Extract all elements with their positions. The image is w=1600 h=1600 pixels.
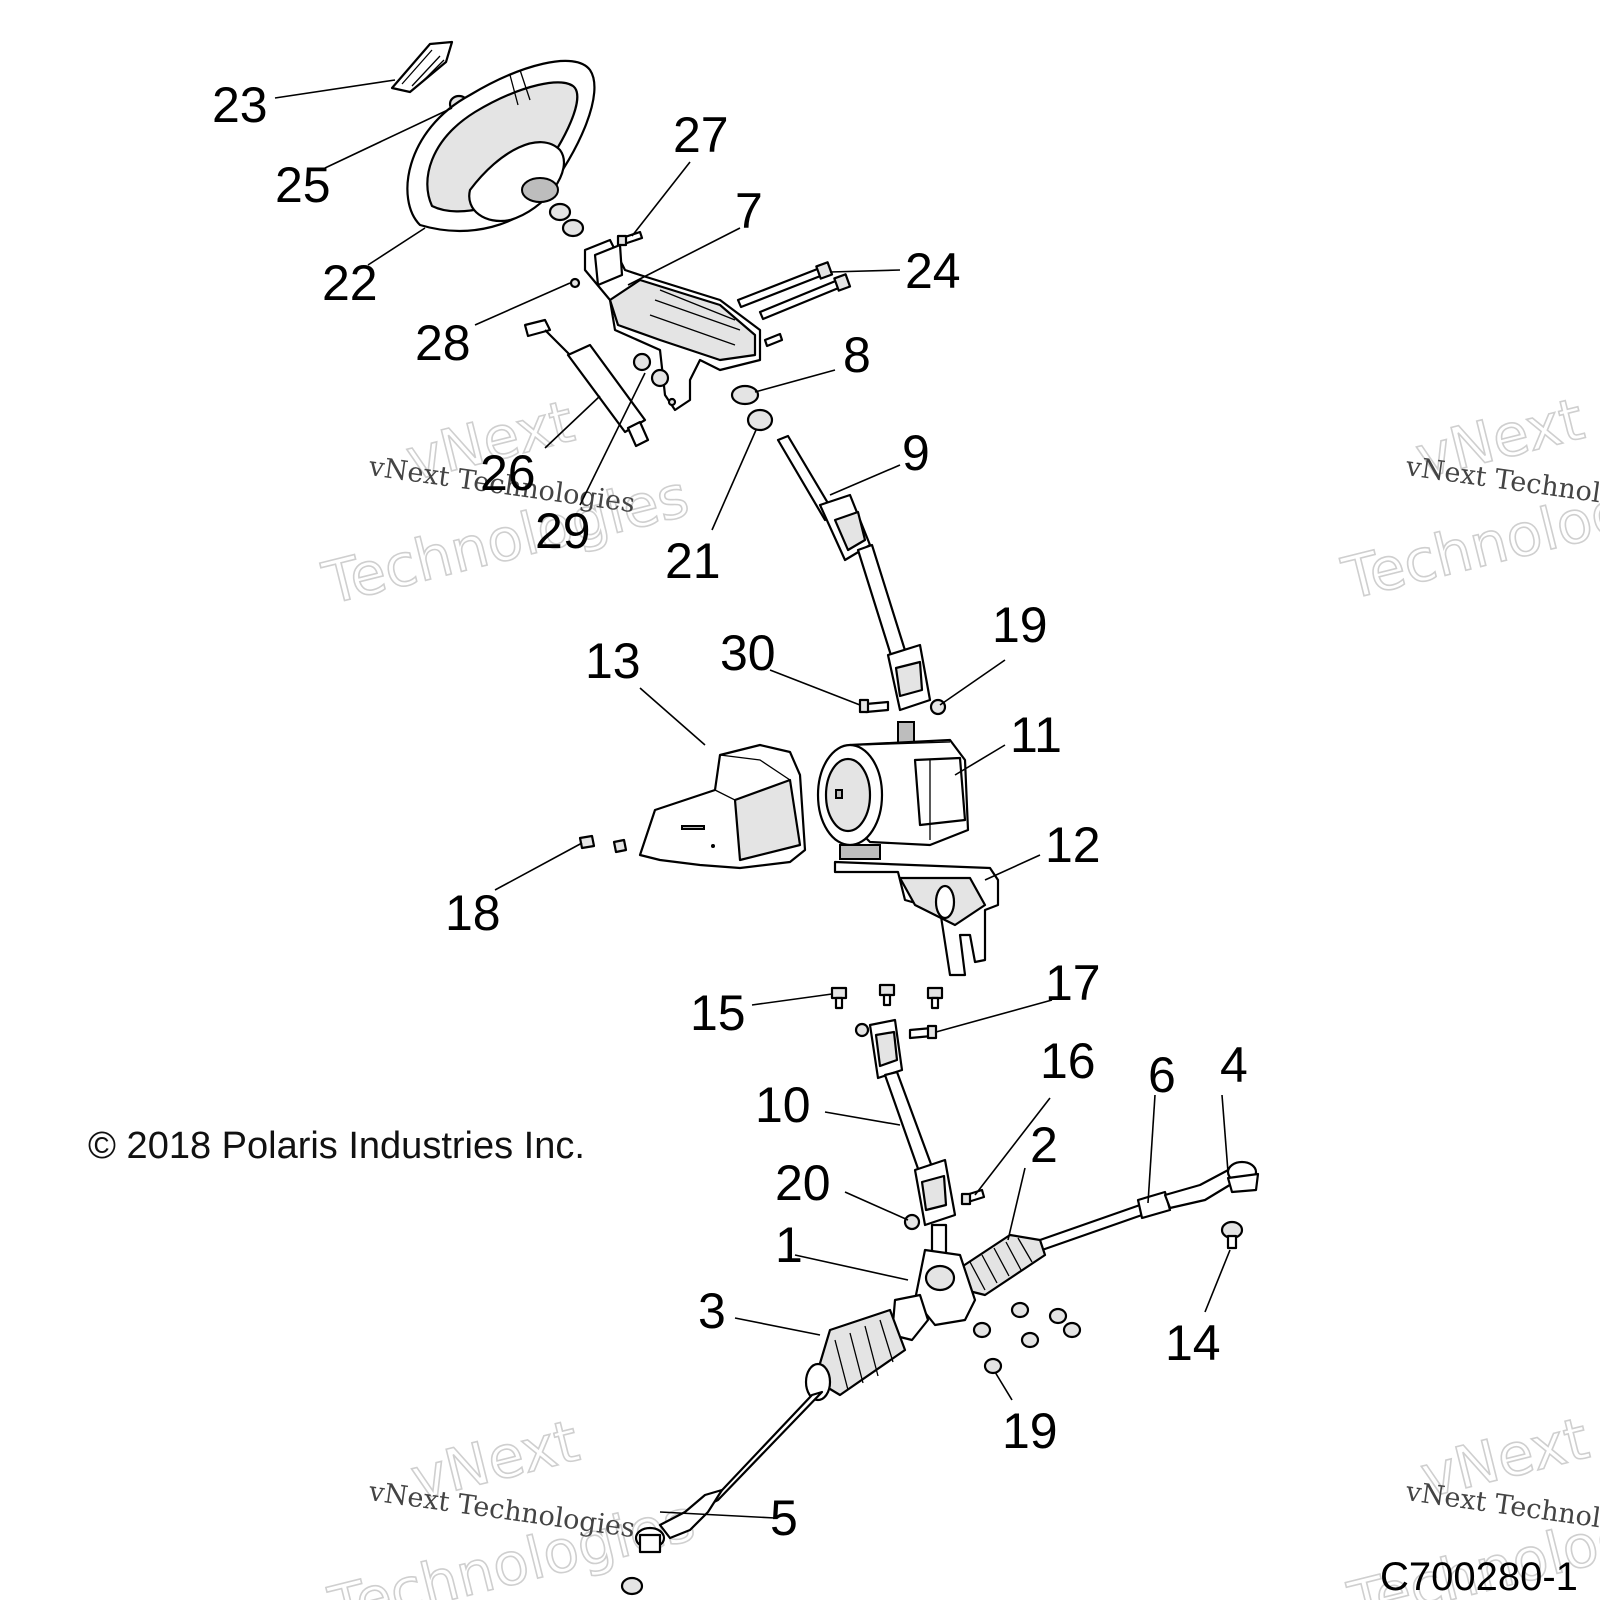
callout-28: 28: [415, 315, 471, 371]
callout-30: 30: [720, 625, 776, 681]
callout-24: 24: [905, 243, 961, 299]
callout-7: 7: [735, 183, 763, 239]
callout-8: 8: [843, 327, 871, 383]
figure-id: C700280-1: [1380, 1555, 1578, 1599]
callout-3: 3: [698, 1283, 726, 1339]
callout-25: 25: [275, 157, 331, 213]
callout-11: 11: [1010, 707, 1062, 763]
callout-5: 5: [770, 1490, 798, 1546]
callout-12: 12: [1045, 817, 1101, 873]
part-column-mount: [583, 238, 762, 412]
part-tie-rod-nut: [1220, 1220, 1244, 1250]
part-bolt: [960, 1188, 986, 1206]
callout-26: 26: [480, 445, 536, 501]
callout-9: 9: [902, 425, 930, 481]
callout-23: 23: [212, 77, 268, 133]
callout-22: 22: [322, 255, 378, 311]
part-bolt: [763, 332, 784, 348]
part-steering-wheel: [406, 59, 596, 232]
callout-21: 21: [665, 533, 721, 589]
part-rack-nuts: [972, 1301, 1082, 1375]
callout-17: 17: [1045, 955, 1101, 1011]
callout-4: 4: [1220, 1037, 1248, 1093]
callout-6: 6: [1148, 1047, 1176, 1103]
part-small-nut: [667, 397, 677, 407]
callout-1: 1: [775, 1217, 803, 1273]
callout-2: 2: [1030, 1117, 1058, 1173]
callout-19-upper: 19: [992, 597, 1048, 653]
part-bushing: [746, 408, 774, 432]
copyright-notice: © 2018 Polaris Industries Inc.: [88, 1125, 585, 1167]
part-long-bolts: [736, 261, 852, 321]
callout-labels: 23 25 22 27 7 24 28 8 9 26 29 21 30 19 1…: [212, 77, 1248, 1546]
part-power-steering-unit: [816, 721, 970, 860]
part-push-pins: [578, 834, 628, 854]
part-bolt: [858, 698, 890, 714]
callout-15: 15: [690, 985, 746, 1041]
part-bolts: [830, 983, 944, 1010]
callout-10: 10: [755, 1077, 811, 1133]
callout-18: 18: [445, 885, 501, 941]
part-mounting-bracket: [833, 860, 1000, 977]
leader-lines: [274, 79, 1231, 1519]
part-steering-emblem: [390, 40, 454, 94]
watermark-left-lower: vNext Technologies: [321, 1406, 702, 1600]
part-bushing: [561, 218, 585, 238]
part-nut: [632, 352, 652, 372]
callout-14: 14: [1165, 1315, 1221, 1371]
callout-20: 20: [775, 1155, 831, 1211]
part-bushing: [730, 384, 760, 406]
part-small-nut: [569, 277, 581, 289]
part-upper-steering-shaft: [776, 434, 932, 712]
callout-29: 29: [535, 503, 591, 559]
callout-13: 13: [585, 633, 641, 689]
callout-16: 16: [1040, 1033, 1096, 1089]
part-gas-strut: [523, 318, 650, 448]
part-cover: [638, 743, 807, 870]
part-nut: [854, 1022, 870, 1038]
part-lower-steering-shaft: [868, 1018, 957, 1257]
part-nut: [903, 1213, 921, 1231]
part-bushing: [548, 202, 572, 222]
part-nut: [650, 368, 670, 388]
part-bolt: [908, 1024, 938, 1040]
callout-19-lower: 19: [1002, 1403, 1058, 1459]
part-bolt: [616, 230, 644, 247]
callout-27: 27: [673, 107, 729, 163]
